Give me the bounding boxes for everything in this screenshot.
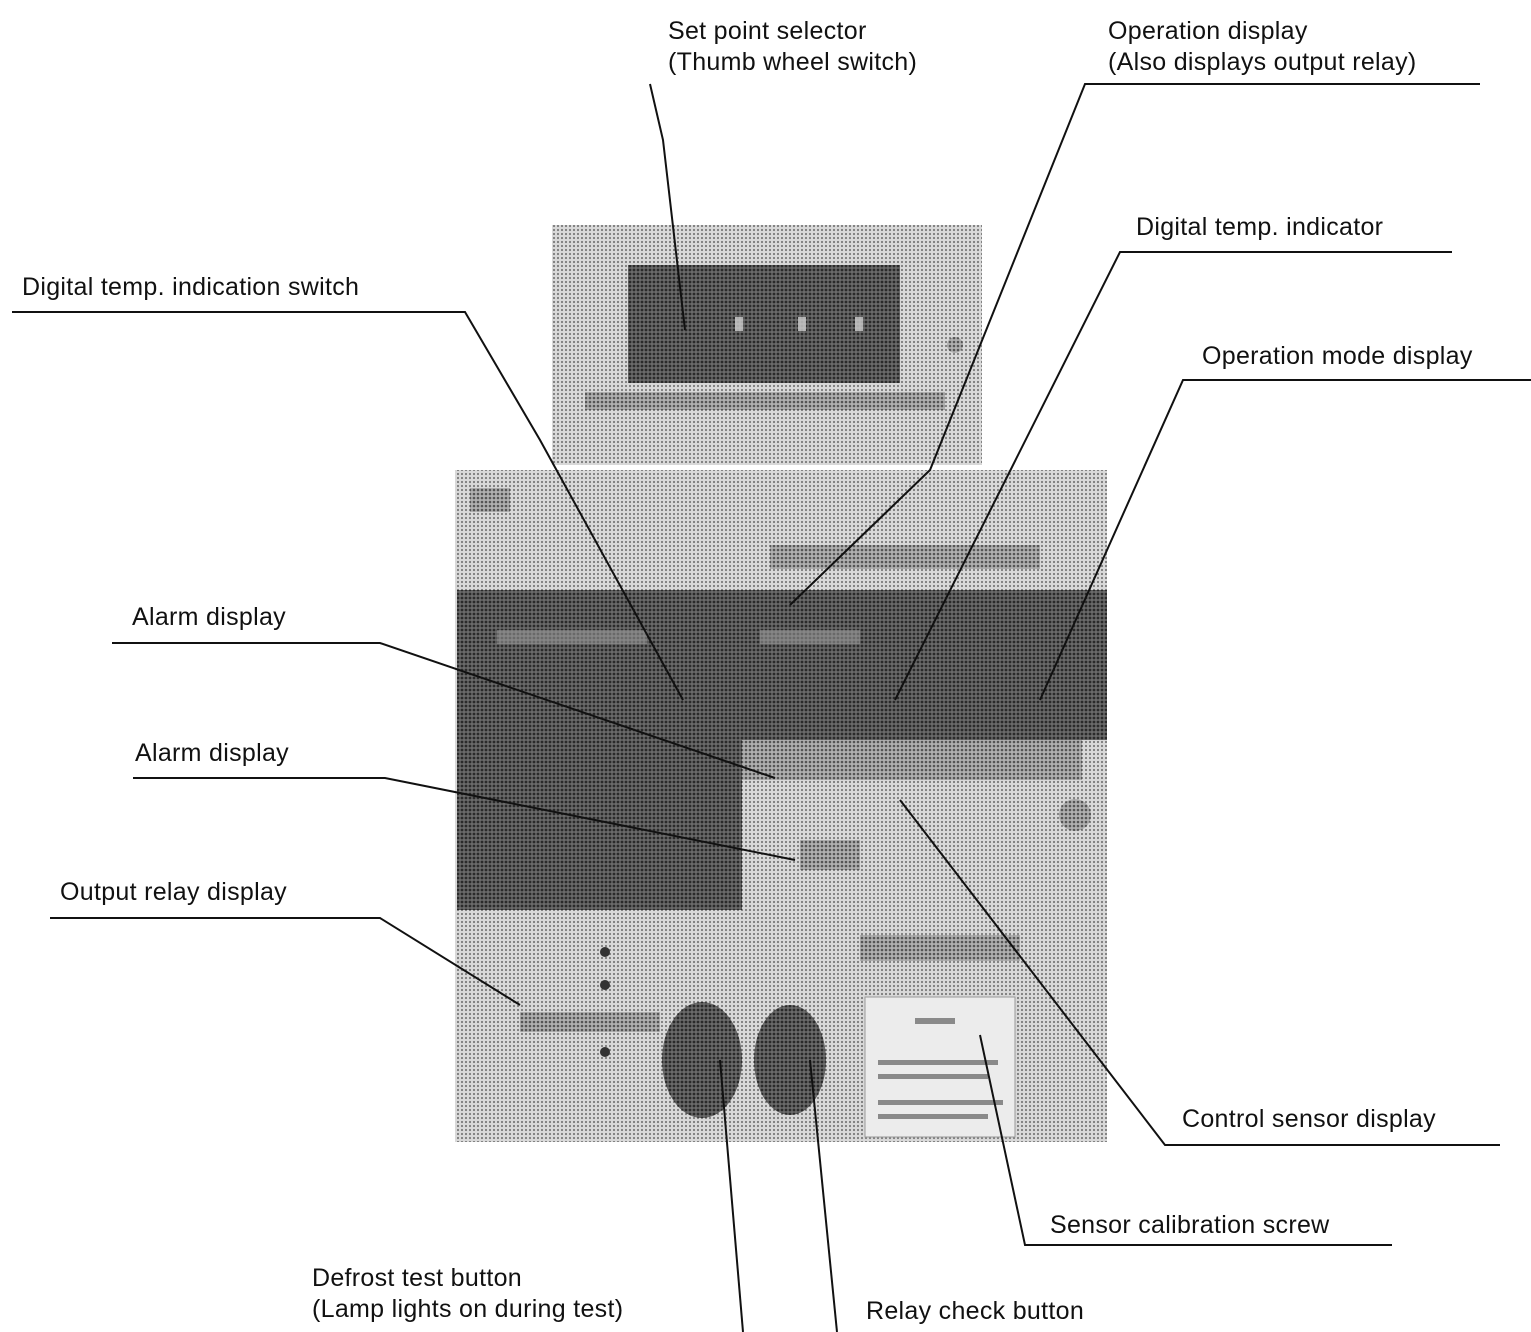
control-sensor-display-label: Control sensor display — [1182, 1104, 1436, 1135]
digital-temp-indication-switch-label: Digital temp. indication switch — [22, 272, 359, 303]
relay-check-button-label: Relay check button — [866, 1296, 1084, 1327]
set-point-selector-line1: Set point selector — [668, 16, 917, 47]
relay-check-button-shape — [754, 1005, 826, 1115]
output-relay-display-label: Output relay display — [60, 877, 287, 908]
digital-temp-indicator-label: Digital temp. indicator — [1136, 212, 1383, 243]
alarm-display-block — [457, 740, 742, 910]
defrost-test-button-label: Defrost test button (Lamp lights on duri… — [312, 1263, 623, 1325]
defrost-test-button-line2: (Lamp lights on during test) — [312, 1294, 623, 1325]
alarm-display-label-1: Alarm display — [132, 602, 286, 633]
display-band — [457, 590, 1107, 740]
set-point-selector-label: Set point selector (Thumb wheel switch) — [668, 16, 917, 78]
operation-display-label: Operation display (Also displays output … — [1108, 16, 1417, 78]
operation-display-line2: (Also displays output relay) — [1108, 47, 1417, 78]
defrost-test-button-shape — [662, 1002, 742, 1118]
set-point-selector-line2: (Thumb wheel switch) — [668, 47, 917, 78]
sensor-calibration-screw-label: Sensor calibration screw — [1050, 1210, 1330, 1241]
defrost-test-button-line1: Defrost test button — [312, 1263, 623, 1294]
alarm-display-label-2: Alarm display — [135, 738, 289, 769]
operation-display-line1: Operation display — [1108, 16, 1417, 47]
operation-mode-display-label: Operation mode display — [1202, 341, 1473, 372]
